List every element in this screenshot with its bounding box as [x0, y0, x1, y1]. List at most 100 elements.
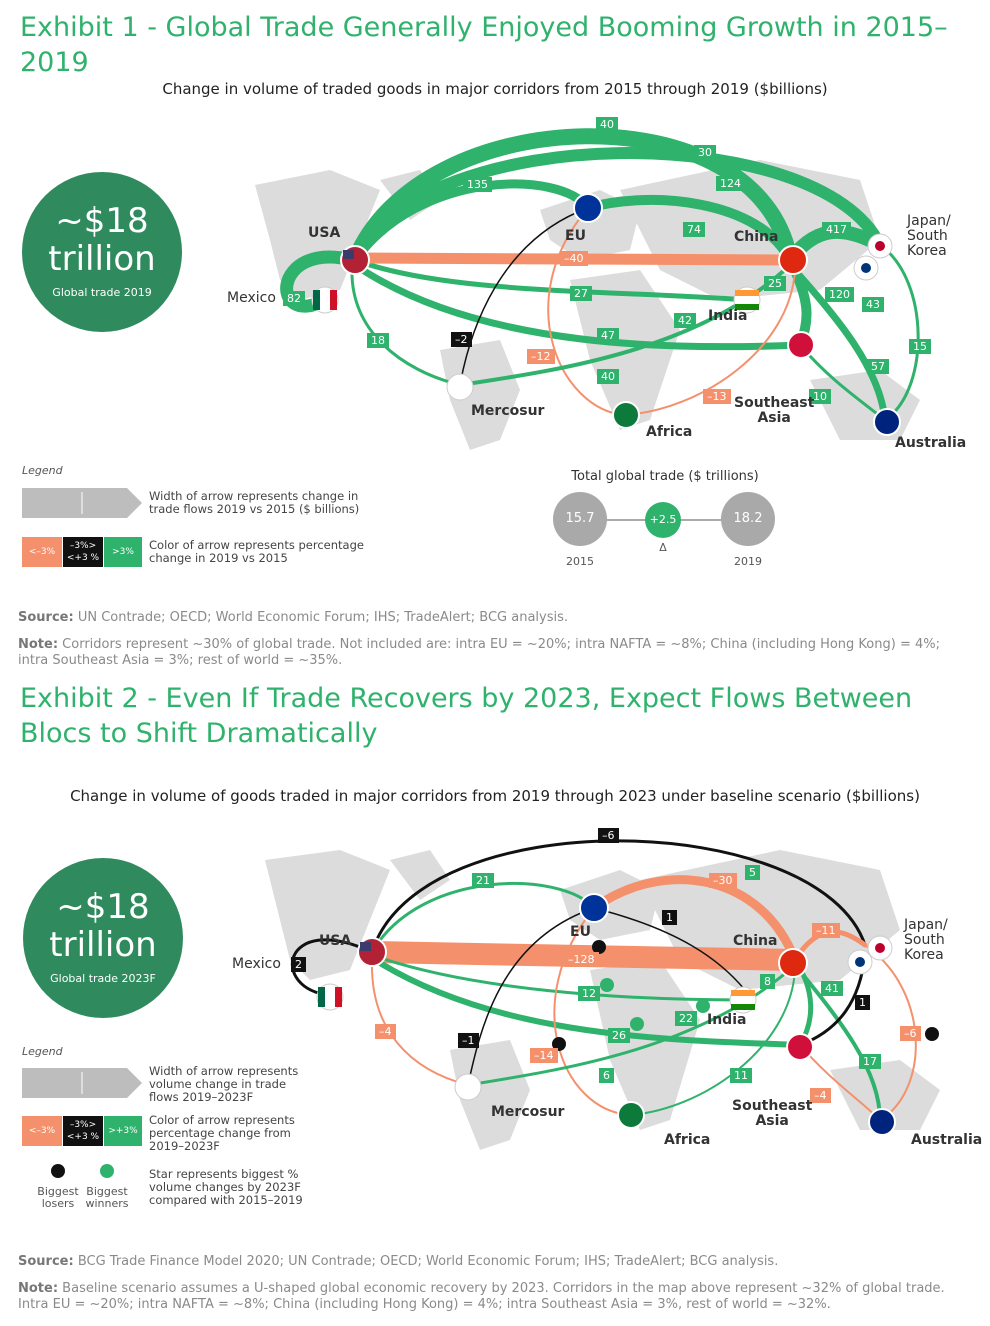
flow-usa-mexico — [280, 250, 359, 313]
flow-label: 417 — [822, 222, 851, 237]
total-caption: Global trade 2023F — [50, 972, 156, 985]
swatch-negative: <–3% — [22, 537, 62, 567]
flow-label: 18 — [367, 333, 389, 348]
color-legend-text: Color of arrow represents percentage cha… — [149, 1113, 295, 1153]
flow-label: –14 — [530, 1048, 558, 1063]
flow-label: –30 — [709, 873, 737, 888]
winner-star-icon — [696, 999, 710, 1013]
region-india: India — [707, 1012, 747, 1028]
region-australia: Australia — [911, 1132, 983, 1148]
flow-label: 1 — [662, 910, 677, 925]
flow-label: 47 — [597, 328, 619, 343]
flow-label: 2 — [291, 957, 306, 972]
width-legend-text: Width of arrow represents volume change … — [149, 1064, 299, 1104]
region-usa: USA — [308, 225, 341, 241]
flow-label: –40 — [560, 251, 588, 266]
flow-china-australia — [786, 261, 889, 424]
flow-label: 43 — [862, 297, 884, 312]
flow-label: 124 — [716, 176, 745, 191]
flag-australia-icon — [873, 408, 901, 436]
flow-usa-japan — [370, 839, 867, 954]
node-flags — [311, 193, 901, 436]
flow-label: –128 — [564, 952, 599, 967]
region-mexico: Mexico — [232, 956, 281, 972]
flow-label: 74 — [683, 222, 705, 237]
node-flags — [316, 893, 896, 1136]
exhibit1-subtitle: Change in volume of traded goods in majo… — [162, 80, 828, 98]
flow-label: 11 — [730, 1068, 752, 1083]
flag-eu-icon — [573, 193, 603, 223]
region-southeast-asia: Southeast Asia — [734, 395, 815, 426]
exhibit1-total-circle: ~$18 trillion Global trade 2019 — [22, 172, 182, 332]
flow-label: –6 — [598, 828, 619, 843]
loser-star-icon — [592, 940, 606, 954]
flow-label: –13 — [703, 389, 731, 404]
total-caption: Global trade 2019 — [52, 286, 152, 299]
winner-star-icon — [100, 1164, 114, 1178]
flow-eu-africa — [547, 207, 626, 416]
flow-label: –1 — [458, 1033, 479, 1048]
flow-label: 1 — [855, 995, 870, 1010]
region-mercosur: Mercosur — [471, 403, 545, 419]
exhibit1-source: Source: UN Contrade; OECD; World Economi… — [18, 610, 569, 625]
flow-label: 27 — [570, 286, 592, 301]
swatch-positive: >+3% — [104, 1116, 142, 1146]
flow-label: 12 — [578, 986, 600, 1001]
winners-label: Biggest winners — [85, 1185, 129, 1210]
flow-label: –11 — [812, 923, 840, 938]
flow-label: –6 — [900, 1026, 921, 1041]
region-africa: Africa — [664, 1132, 711, 1148]
flow-label: 30 — [694, 145, 716, 160]
flow-label: 26 — [608, 1028, 630, 1043]
flow-label: 17 — [859, 1054, 881, 1069]
region-eu: EU — [565, 228, 586, 244]
flag-mercosur-icon — [446, 373, 474, 401]
exhibit2-total-circle: ~$18 trillion Global trade 2023F — [23, 858, 183, 1018]
exhibit2-flow-map — [265, 839, 940, 1150]
flow-eu-mercosur — [467, 907, 595, 1086]
total-delta: +2.5 — [645, 502, 681, 538]
flow-label: –4 — [810, 1088, 831, 1103]
flow-eu-china — [589, 875, 800, 965]
flag-china-icon — [778, 948, 808, 978]
loser-star-icon — [925, 1027, 939, 1041]
flag-china-icon — [778, 245, 808, 275]
region-australia: Australia — [895, 435, 967, 451]
flow-usa-india — [370, 953, 747, 1002]
flow-usa-india — [352, 257, 748, 303]
swatch-positive: >3% — [104, 537, 142, 567]
exhibit2-source: Source: BCG Trade Finance Model 2020; UN… — [18, 1254, 779, 1269]
flow-eu-mercosur — [459, 207, 589, 386]
flow-usa-mercosur — [370, 959, 469, 1086]
flow-label: 6 — [599, 1068, 614, 1083]
flow-label: 15 — [909, 339, 931, 354]
exhibit1-title: Exhibit 1 - Global Trade Generally Enjoy… — [20, 12, 948, 78]
width-legend-arrow — [22, 488, 142, 518]
flow-label: 42 — [674, 313, 696, 328]
flow-label: 57 — [867, 359, 889, 374]
width-legend-arrow — [22, 1068, 142, 1098]
flow-usa-china-top — [347, 128, 798, 268]
change-stars — [552, 940, 939, 1051]
width-legend-text: Width of arrow represents change in trad… — [149, 489, 360, 516]
exhibit2-note: Note: Baseline scenario assumes a U-shap… — [18, 1281, 945, 1312]
flow-label: 135 — [463, 177, 492, 192]
total-value: ~$18 — [56, 887, 150, 927]
region-japan-korea: Japan/ South Korea — [904, 917, 948, 963]
flow-usa-sea — [369, 955, 803, 1048]
total-value: ~$18 — [55, 201, 149, 241]
flow-label: 40 — [596, 117, 618, 132]
swatch-negative: <–3% — [22, 1116, 62, 1146]
flow-label: –2 — [451, 332, 472, 347]
region-japan-korea: Japan/ South Korea — [907, 213, 951, 259]
region-usa: USA — [319, 933, 352, 949]
flag-asean-icon — [787, 331, 815, 359]
region-southeast-asia: Southeast Asia — [732, 1098, 813, 1129]
color-legend-text: Color of arrow represents percentage cha… — [149, 538, 364, 565]
flow-label: 82 — [283, 291, 305, 306]
exhibit2-legend-title: Legend — [22, 1045, 63, 1058]
flow-eu-china — [583, 194, 795, 265]
region-africa: Africa — [646, 424, 693, 440]
flow-label: 120 — [825, 287, 854, 302]
total-unit: trillion — [48, 239, 156, 279]
